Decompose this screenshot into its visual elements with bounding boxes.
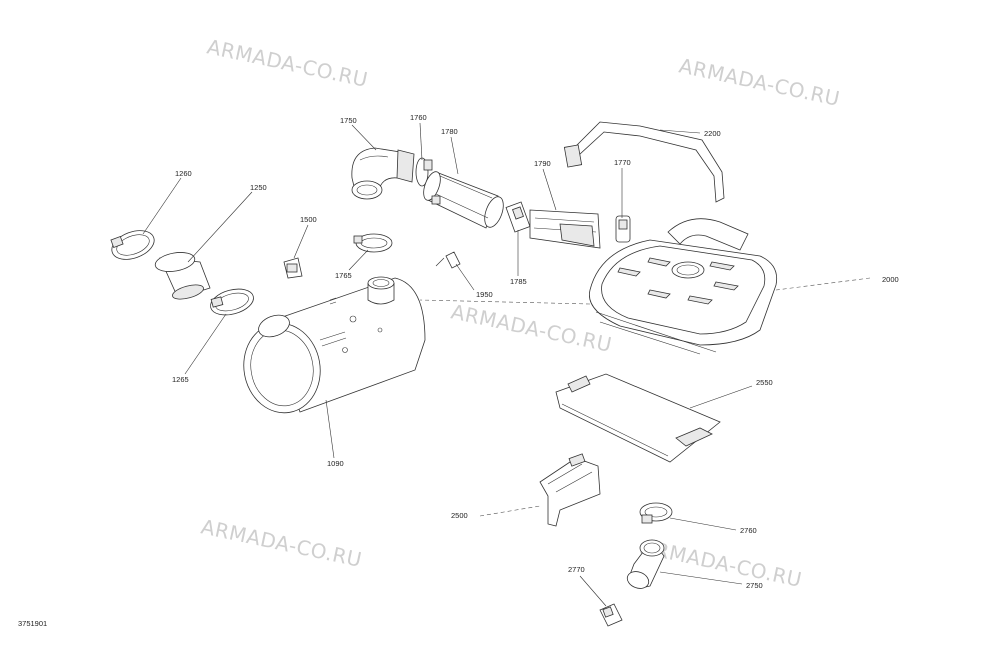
- callout-2770: 2770: [568, 565, 585, 574]
- callout-1265: 1265: [172, 375, 189, 384]
- callout-1950: 1950: [476, 290, 493, 299]
- part-1790-duct: [529, 209, 601, 249]
- watermark-3: ARMADA-CO.RU: [449, 299, 614, 357]
- callout-1780: 1780: [441, 127, 458, 136]
- part-2200-strap: [563, 121, 725, 203]
- callout-1790: 1790: [534, 159, 551, 168]
- watermark-5: ARMADA-CO.RU: [639, 534, 804, 592]
- callout-labels: 1260 1250 1265 1750 1760 1780 1500 1765 …: [172, 113, 899, 590]
- callout-2760: 2760: [740, 526, 757, 535]
- callout-2750: 2750: [746, 581, 763, 590]
- part-1770-clamp-top: [615, 215, 631, 243]
- part-2000-airbox: [588, 218, 778, 355]
- part-1250-sleeve: [154, 252, 211, 300]
- watermark-2: ARMADA-CO.RU: [677, 53, 842, 111]
- callout-2200: 2200: [704, 129, 721, 138]
- part-1780-hose: [423, 171, 504, 229]
- callout-2550: 2550: [756, 378, 773, 387]
- callout-1750: 1750: [340, 116, 357, 125]
- part-1500-sensor: [283, 257, 303, 279]
- part-2500-bracket: [539, 453, 601, 527]
- part-1260-clamp: [110, 230, 155, 260]
- part-1765-clamp: [353, 233, 393, 253]
- part-1750-elbow: [351, 147, 415, 200]
- callout-1770: 1770: [614, 158, 631, 167]
- callout-1500: 1500: [300, 215, 317, 224]
- leader-lines: [142, 122, 871, 607]
- callout-1760: 1760: [410, 113, 427, 122]
- callout-1260: 1260: [175, 169, 192, 178]
- part-1950-probe: [435, 251, 461, 269]
- callout-2000: 2000: [882, 275, 899, 284]
- part-2770-clip: [599, 603, 623, 627]
- callout-1785: 1785: [510, 277, 527, 286]
- callout-1250: 1250: [250, 183, 267, 192]
- part-1090-muffler: [243, 276, 426, 414]
- callout-1765: 1765: [335, 271, 352, 280]
- watermark-1: ARMADA-CO.RU: [205, 34, 370, 92]
- part-2750-elbow-hose: [626, 539, 665, 589]
- part-2550-filter-plate: [555, 373, 721, 463]
- figure-id: 3751901: [18, 619, 47, 628]
- part-1785-clip: [505, 201, 531, 233]
- callout-2500: 2500: [451, 511, 468, 520]
- part-2760-clamp: [639, 502, 673, 524]
- part-1265-clamp: [210, 288, 254, 316]
- watermark-4: ARMADA-CO.RU: [199, 514, 364, 572]
- callout-1090: 1090: [327, 459, 344, 468]
